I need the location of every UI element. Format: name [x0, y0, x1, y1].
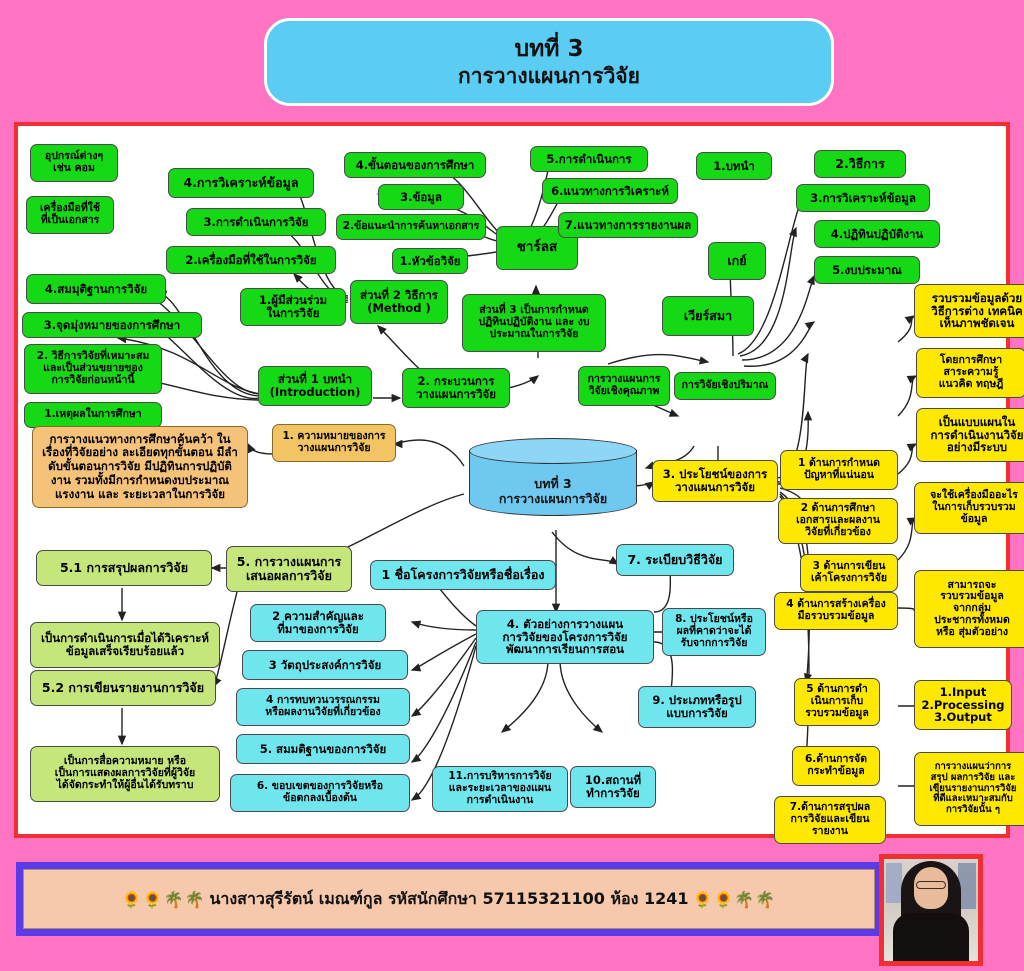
- node-literature-review-4[interactable]: 4 การทบทวนวรรณกรรม หรือผลงานวิจัยที่เกี่…: [236, 688, 410, 726]
- node-aspect-1[interactable]: 1 ด้านการกำหนด ปัญหาที่แน่นอน: [780, 450, 898, 490]
- node-research-place-10[interactable]: 10.สถานที่ ทำการวิจัย: [570, 766, 656, 808]
- photo-background-left: [886, 863, 902, 903]
- node-result-summary-51-detail[interactable]: เป็นการดำเนินการเมื่อได้วิเคราะห์ ข้อมูล…: [30, 622, 220, 668]
- node-expected-benefit-8[interactable]: 8. ประโยชน์หรือ ผลที่คาดว่าจะได้ รับจากก…: [662, 608, 766, 656]
- decor-right-icon: 🌻🌻🌴🌴: [692, 889, 777, 909]
- node-result-summary-51[interactable]: 5.1 การสรุปผลการวิจัย: [36, 550, 212, 586]
- footer-author-text: นางสาวสุรีรัตน์ เมณฑ์กูล รหัสนักศึกษา 57…: [209, 888, 689, 908]
- page-title-line1: บทที่ 3: [514, 35, 584, 62]
- node-scope-6[interactable]: 6. ขอบเขตของการวิจัยหรือ ข้อตกลงเบื้องต้…: [230, 774, 410, 812]
- node-work-calendar-4[interactable]: 4.ปฏิทินปฏิบัติงาน: [814, 220, 940, 248]
- node-study-steps-4[interactable]: 4.ขั้นตอนของการศึกษา: [344, 152, 486, 178]
- node-gay[interactable]: เกย์: [708, 242, 766, 280]
- decor-left-icon: 🌻🌻🌴🌴: [121, 889, 206, 909]
- node-part2-method[interactable]: ส่วนที่ 2 วิธีการ (Method ): [350, 280, 448, 324]
- node-significance-2[interactable]: 2 ความสำคัญและ ที่มาของการวิจัย: [250, 604, 386, 642]
- mindmap-canvas: อุปกรณ์ต่างๆ เช่น คอม เครื่องมือที่ใช้ ท…: [14, 122, 1024, 844]
- node-project-title-1[interactable]: 1 ชื่อโครงการวิจัยหรือชื่อเรื่อง: [370, 560, 556, 590]
- node-document-tools[interactable]: เครื่องมือที่ใช้ ที่เป็นเอกสาร: [26, 196, 114, 234]
- node-objectives-3[interactable]: 3 วัตถุประสงค์การวิจัย: [242, 650, 408, 680]
- page-title-banner: บทที่ 3 การวางแผนการวิจัย: [264, 18, 834, 106]
- node-hypothesis-5[interactable]: 5. สมมติฐานของการวิจัย: [236, 734, 410, 764]
- node-aspect-3[interactable]: 3 ด้านการเขียน เค้าโครงการวิจัย: [800, 554, 898, 592]
- node-part1-introduction[interactable]: ส่วนที่ 1 บทนำ (Introduction): [258, 366, 372, 406]
- node-aspect-4-detail[interactable]: จะใช้เครื่องมืออะไร ในการเก็บรวบรวม ข้อม…: [914, 482, 1024, 534]
- node-doc-search-advice-2[interactable]: 2.ข้อแนะนำการค้นหาเอกสาร: [336, 214, 486, 240]
- node-data-3[interactable]: 3.ข้อมูล: [378, 184, 464, 210]
- node-sample-research-plan-4[interactable]: 4. ตัวอย่างการวางแผน การวิจัยของโครงการว…: [476, 610, 654, 664]
- node-wiersma[interactable]: เวียร์สมา: [662, 296, 754, 336]
- node-aspect-4[interactable]: 4 ด้านการสร้างเครื่อง มือรวบรวมข้อมูล: [774, 592, 898, 630]
- node-planning-meaning-1[interactable]: 1. ความหมายของการ วางแผนการวิจัย: [272, 424, 396, 462]
- node-research-planning-process-2[interactable]: 2. กระบวนการ วางแผนการวิจัย: [402, 368, 510, 408]
- node-planning-definition[interactable]: การวางแนวทางการศึกษาค้นคว้า ใน เรื่องที่…: [32, 426, 248, 508]
- node-research-topic-1[interactable]: 1.หัวข้อวิจัย: [392, 248, 468, 274]
- node-report-guideline-7[interactable]: 7.แนวทางการรายงานผล: [558, 212, 698, 238]
- node-research-tools-2[interactable]: 2.เครื่องมือที่ใช้ในการวิจัย: [166, 246, 336, 274]
- node-analysis-guideline-6[interactable]: 6.แนวทางการวิเคราะห์: [542, 178, 678, 204]
- node-aspect-1-detail[interactable]: รวบรวมข้อมูลด้วย วิธีการต่าง เทคนิค เห็น…: [914, 284, 1024, 338]
- node-budget-5[interactable]: 5.งบประมาณ: [814, 256, 920, 284]
- author-photo-image: [884, 859, 978, 961]
- node-hypothesis[interactable]: 4.สมมุติฐานการวิจัย: [26, 274, 166, 304]
- photo-body: [893, 913, 969, 961]
- node-research-admin-11[interactable]: 11.การบริหารการวิจัย และระยะเวลาของแผน ก…: [432, 766, 568, 812]
- node-aspect-5[interactable]: 5 ด้านการดำ เนินการเก็บ รวบรวมข้อมูล: [794, 678, 880, 726]
- center-topic-label: บทที่ 3 การวางแผนการวิจัย: [498, 476, 608, 506]
- node-aspect-7-detail[interactable]: การวางแผนว่าการ สรุป ผลการวิจัย และ เขีย…: [914, 752, 1024, 826]
- node-aspect-6[interactable]: 6.ด้านการจัด กระทำข้อมูล: [792, 746, 880, 786]
- node-intro-1[interactable]: 1.บทนำ: [696, 152, 772, 180]
- author-photo: [879, 854, 983, 966]
- node-suitable-method[interactable]: 2. วิธีการวิจัยที่เหมาะสม และเป็นส่วนขยา…: [24, 344, 162, 394]
- node-research-conduct-3[interactable]: 3.การดำเนินการวิจัย: [186, 208, 326, 236]
- node-research-type-9[interactable]: 9. ประเภทหรือรูป แบบการวิจัย: [638, 686, 756, 728]
- node-aspect-7[interactable]: 7.ด้านการสรุปผล การวิจัยและเขียน รายงาน: [774, 796, 886, 844]
- node-aspect-6-detail[interactable]: 1.Input 2.Processing 3.Output: [914, 680, 1012, 730]
- node-aspect-3-detail[interactable]: เป็นแบบแผนใน การดำเนินงานวิจัย อย่างมีระ…: [916, 408, 1024, 462]
- center-topic-cylinder[interactable]: บทที่ 3 การวางแผนการวิจัย: [469, 438, 637, 528]
- node-operation-5[interactable]: 5.การดำเนินการ: [530, 146, 648, 172]
- node-participants-1[interactable]: 1.ผู้มีส่วนร่วม ในการวิจัย: [240, 288, 346, 326]
- page-title-line2: การวางแผนการวิจัย: [457, 64, 640, 89]
- node-report-writing-52[interactable]: 5.2 การเขียนรายงานการวิจัย: [30, 670, 216, 706]
- node-quantitative-research[interactable]: การวิจัยเชิงปริมาณ: [674, 372, 776, 400]
- photo-background-right: [958, 863, 976, 909]
- node-equipment[interactable]: อุปกรณ์ต่างๆ เช่น คอม: [30, 144, 118, 182]
- node-aspect-5-detail[interactable]: สามารถจะ รวบรวมข้อมูล จากกลุ่ม ประชากรทั…: [914, 570, 1024, 648]
- node-qualitative-research-plan[interactable]: การวางแผนการ วิจัยเชิงคุณภาพ: [578, 366, 670, 406]
- node-research-methodology-7[interactable]: 7. ระเบียบวิธีวิจัย: [616, 544, 734, 576]
- node-aspect-2-detail[interactable]: โดยการศึกษา สาระความรู้ แนวคิด ทฤษฎี: [916, 348, 1024, 398]
- node-data-analysis-4[interactable]: 4.การวิเคราะห์ข้อมูล: [168, 168, 314, 198]
- node-method-2[interactable]: 2.วิธีการ: [814, 150, 906, 178]
- footer-band: 🌻🌻🌴🌴 นางสาวสุรีรัตน์ เมณฑ์กูล รหัสนักศึก…: [16, 862, 882, 936]
- node-study-aim[interactable]: 3.จุดมุ่งหมายของการศึกษา: [22, 312, 202, 338]
- node-planning-benefit-3[interactable]: 3. ประโยชน์ของการ วางแผนการวิจัย: [652, 460, 778, 502]
- glasses-icon: [916, 881, 946, 889]
- node-part3-calendar-budget[interactable]: ส่วนที่ 3 เป็นการกำหนด ปฏิทินปฏิบัติงาน …: [462, 294, 606, 352]
- node-report-writing-52-detail[interactable]: เป็นการสื่อความหมาย หรือ เป็นการแสดงผลกา…: [30, 746, 220, 802]
- node-study-reason[interactable]: 1.เหตุผลในการศึกษา: [24, 402, 162, 428]
- node-report-planning-5[interactable]: 5. การวางแผนการ เสนอผลการวิจัย: [226, 546, 352, 592]
- footer-inner: 🌻🌻🌴🌴 นางสาวสุรีรัตน์ เมณฑ์กูล รหัสนักศึก…: [23, 869, 875, 929]
- node-data-analysis-3[interactable]: 3.การวิเคราะห์ข้อมูล: [796, 184, 930, 212]
- cylinder-top-ellipse: [469, 438, 637, 464]
- node-aspect-2[interactable]: 2 ด้านการศึกษา เอกสารและผลงาน วิจัยที่เก…: [778, 498, 898, 544]
